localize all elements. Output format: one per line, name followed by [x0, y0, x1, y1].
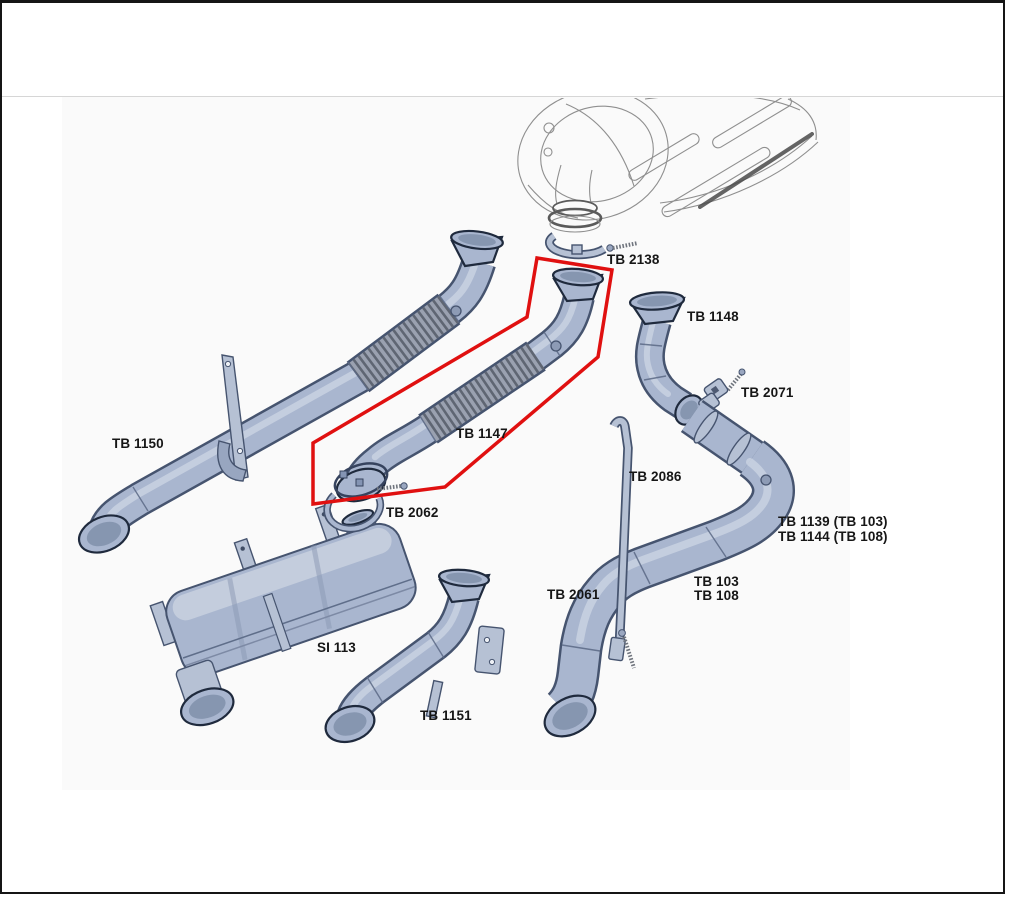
highlight-tb1147-hotspot[interactable] — [311, 255, 615, 506]
label-tb103: TB 103 — [694, 574, 739, 589]
label-tb1150: TB 1150 — [112, 436, 164, 451]
label-tb2062: TB 2062 — [386, 505, 439, 520]
heater-unit-wireframe-icon — [517, 98, 819, 233]
label-tb1151: TB 1151 — [420, 708, 472, 723]
header-divider — [0, 96, 1005, 97]
label-tb2086: TB 2086 — [629, 469, 682, 484]
screw-tb2061 — [618, 629, 636, 669]
pipe-tb1147 — [333, 267, 605, 503]
clamp-tb2138 — [545, 232, 639, 260]
label-tb1139: TB 1139 (TB 103) — [778, 514, 888, 529]
bracket-tb2086 — [608, 416, 633, 662]
clamp-tb2062 — [323, 492, 385, 533]
clamp-tb2071 — [698, 368, 746, 414]
label-tb1148: TB 1148 — [687, 309, 739, 324]
label-tb108: TB 108 — [694, 588, 739, 603]
label-si113: SI 113 — [317, 640, 356, 655]
label-tb1147: TB 1147 — [456, 426, 508, 441]
pipe-tb1150 — [77, 229, 504, 554]
label-tb1144: TB 1144 (TB 108) — [778, 529, 888, 544]
pipe-tb1148 — [628, 291, 704, 426]
pipe-tb1151 — [324, 568, 505, 744]
label-tb2061: TB 2061 — [547, 587, 600, 602]
silencer-si113 — [149, 503, 417, 727]
label-tb2071: TB 2071 — [741, 385, 794, 400]
label-tb2138: TB 2138 — [607, 252, 660, 267]
